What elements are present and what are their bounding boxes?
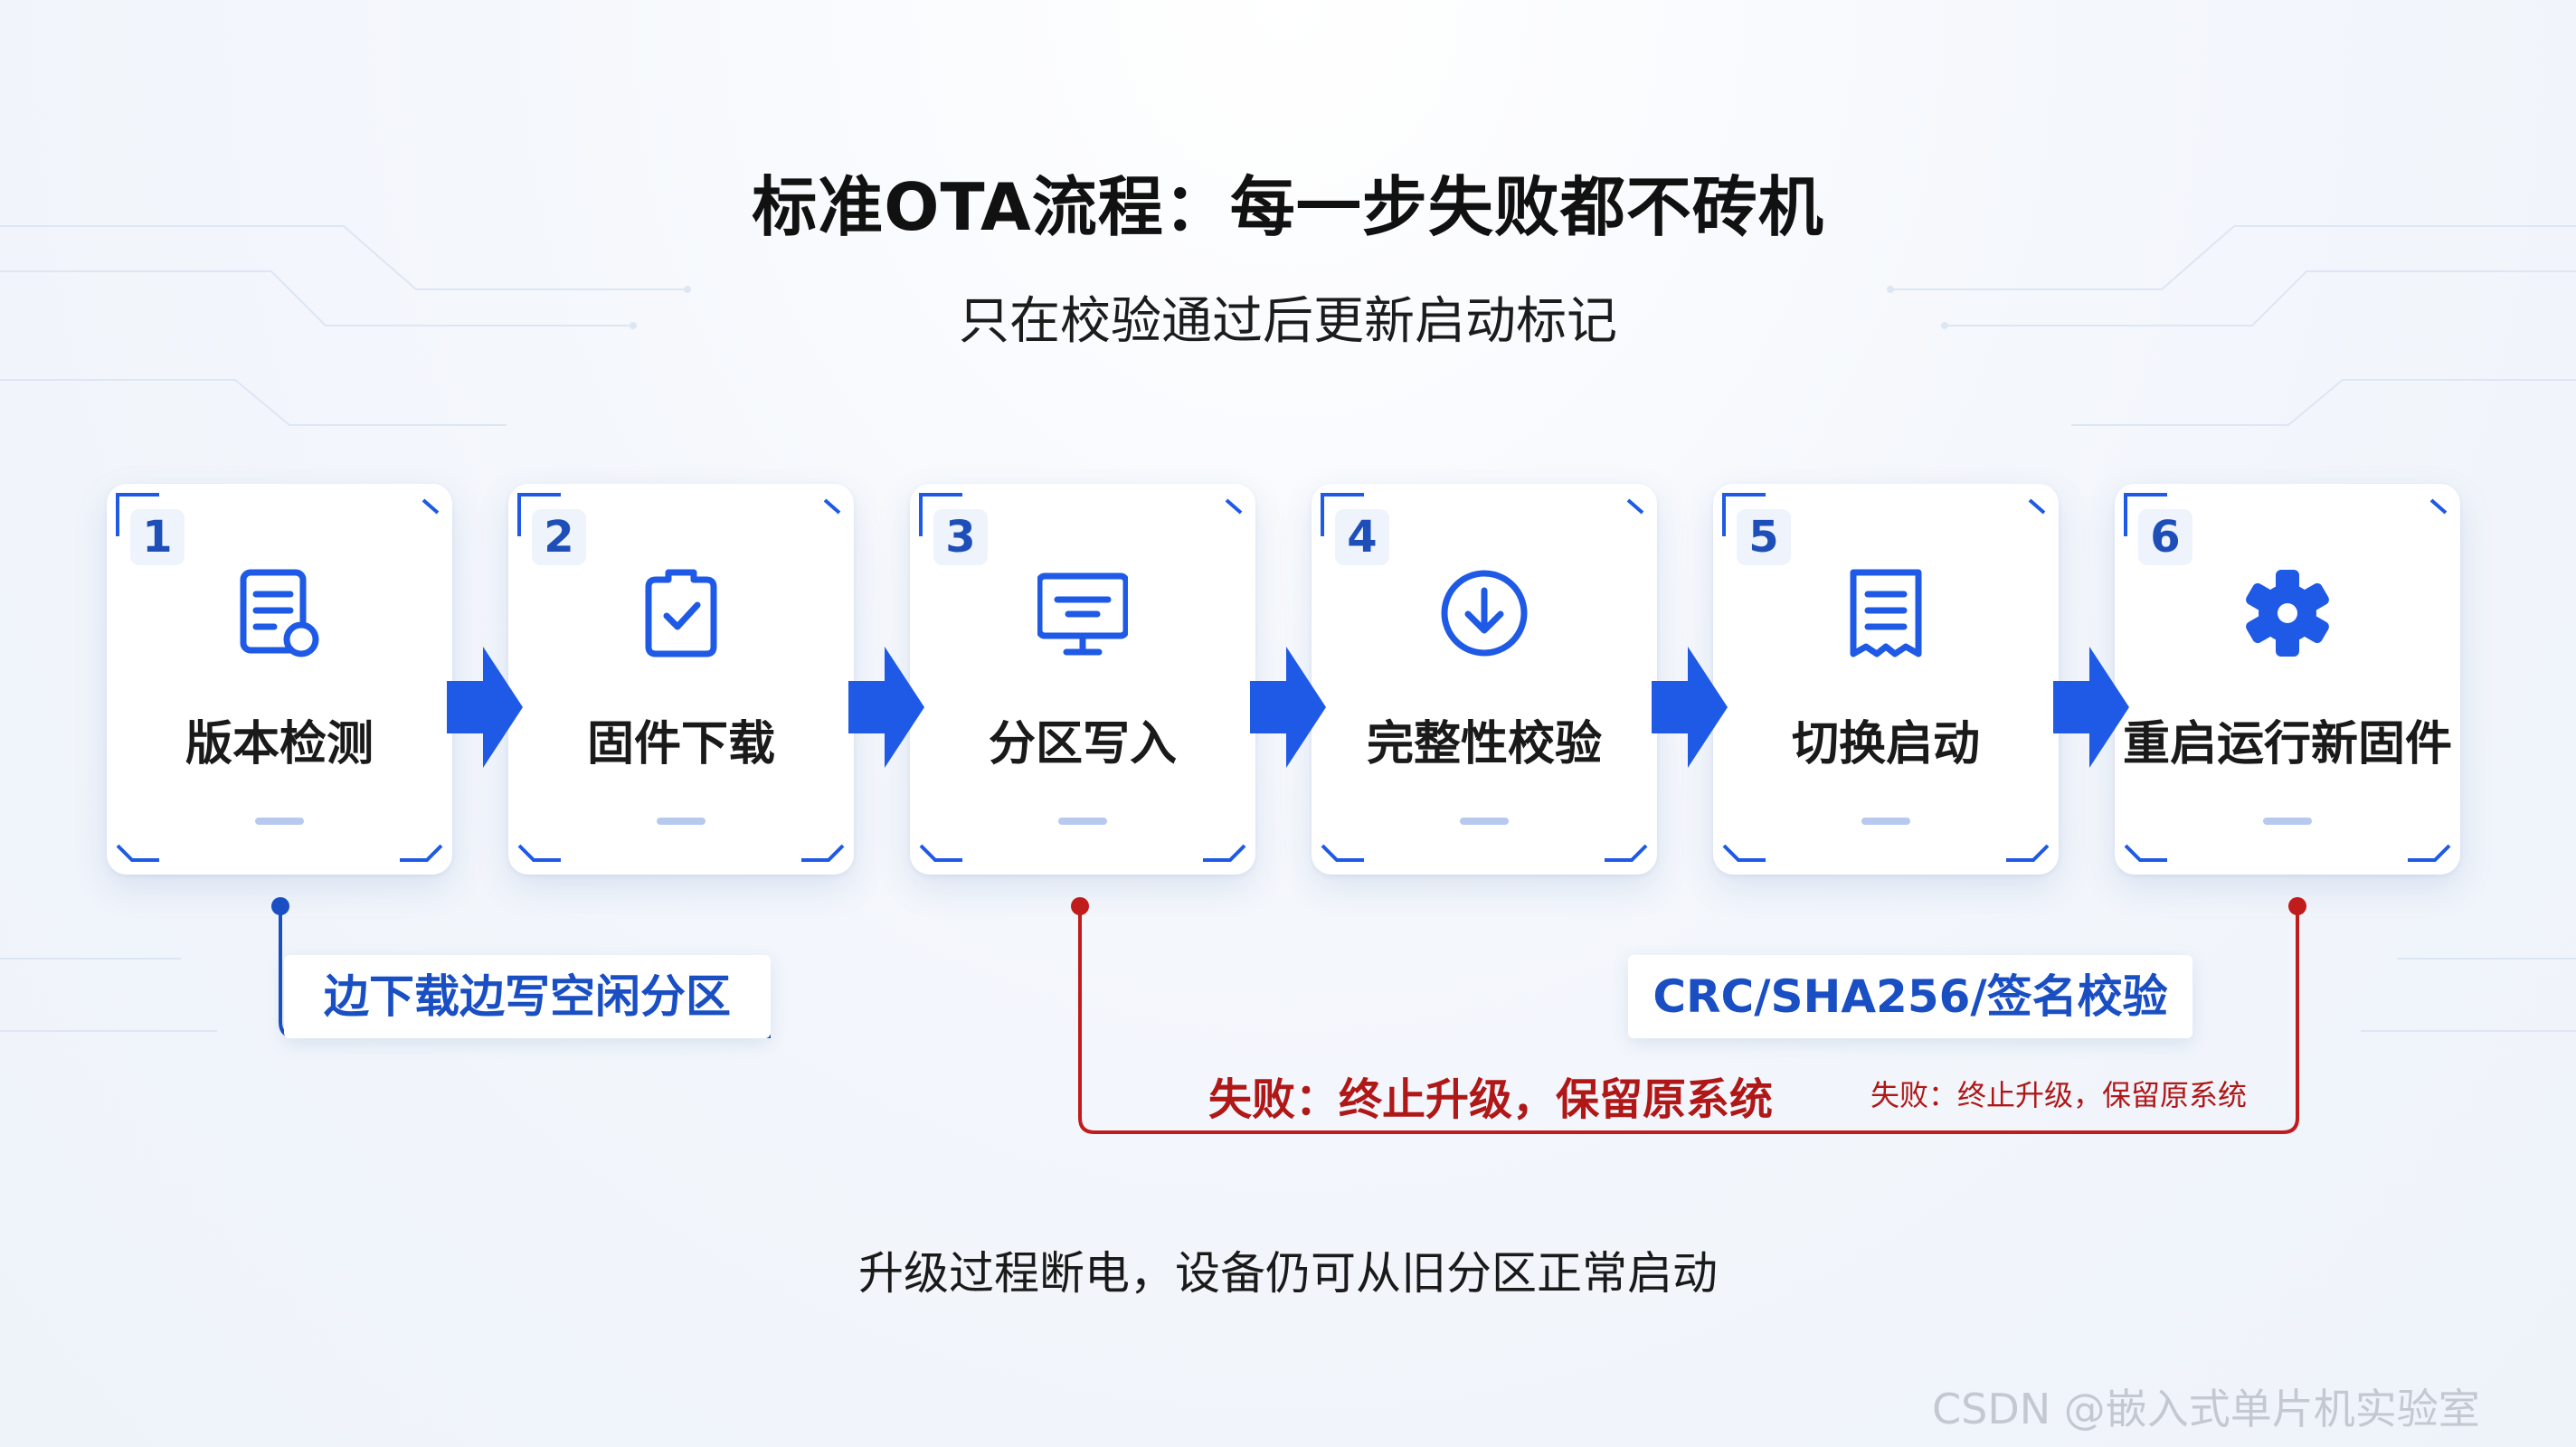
corner-bracket <box>2006 844 2050 862</box>
corner-bracket <box>1722 493 1766 536</box>
corner-bracket <box>1321 844 1364 862</box>
step-card-3: 3 分区写入 <box>910 484 1255 875</box>
corner-bracket <box>2124 493 2167 536</box>
corner-bracket <box>1605 844 1648 862</box>
step-label: 固件下载 <box>586 717 775 771</box>
download-connector-dot <box>271 897 289 915</box>
step-card-5: 5 切换启动 <box>1713 484 2059 875</box>
flow-arrow <box>1250 647 1326 768</box>
card-dash <box>255 818 304 825</box>
corner-bracket <box>421 498 440 515</box>
corner-bracket <box>919 493 962 536</box>
step-number: 1 <box>130 509 185 565</box>
step-label: 分区写入 <box>988 717 1177 771</box>
corner-bracket <box>2429 498 2448 515</box>
step-card-2: 2 固件下载 <box>508 484 854 875</box>
corner-bracket <box>919 844 962 862</box>
step-number: 6 <box>2138 509 2192 565</box>
corner-bracket <box>400 844 443 862</box>
step-card-4: 4 完整性校验 <box>1312 484 1657 875</box>
corner-bracket <box>1626 498 1644 515</box>
corner-bracket <box>823 498 841 515</box>
step-card-6: 6 重启运行新固件 <box>2115 484 2460 875</box>
corner-bracket <box>1321 493 1364 536</box>
corner-bracket <box>2124 844 2167 862</box>
corner-bracket <box>517 844 561 862</box>
note-verify: CRC/SHA256/签名校验 <box>1628 955 2192 1038</box>
corner-bracket <box>116 844 159 862</box>
step-label: 完整性校验 <box>1366 717 1602 771</box>
flow-arrow <box>848 647 924 768</box>
card-dash <box>1058 818 1107 825</box>
download-circle-icon <box>1441 570 1528 657</box>
note-download: 边下载边写空闲分区 <box>284 955 771 1038</box>
corner-bracket <box>2408 844 2451 862</box>
corner-bracket <box>517 493 561 536</box>
fail-note-main: 失败：终止升级，保留原系统 <box>1208 1074 1774 1125</box>
fail-note-small: 失败：终止升级，保留原系统 <box>1870 1078 2248 1112</box>
corner-bracket <box>2028 498 2046 515</box>
gear-icon <box>2246 570 2329 657</box>
step-number: 4 <box>1335 509 1389 565</box>
corner-bracket <box>116 493 159 536</box>
card-dash <box>657 818 706 825</box>
corner-bracket <box>1203 844 1246 862</box>
step-label: 版本检测 <box>185 717 374 771</box>
fail-connector <box>1078 906 2299 1134</box>
document-search-icon <box>240 569 319 657</box>
footer-note: 升级过程断电，设备仍可从旧分区正常启动 <box>858 1247 1718 1300</box>
page-subtitle: 只在校验通过后更新启动标记 <box>959 292 1617 351</box>
step-number: 3 <box>933 509 988 565</box>
fail-connector-dot-right <box>2288 897 2306 915</box>
step-label: 切换启动 <box>1791 717 1980 771</box>
corner-bracket <box>1225 498 1243 515</box>
fail-connector-dot-left <box>1071 897 1089 915</box>
corner-bracket <box>1722 844 1766 862</box>
step-number: 5 <box>1737 509 1791 565</box>
card-dash <box>1460 818 1509 825</box>
step-card-1: 1 版本检测 <box>107 484 452 875</box>
receipt-icon <box>1850 569 1922 657</box>
corner-bracket <box>801 844 845 862</box>
card-dash <box>1861 818 1910 825</box>
clipboard-check-icon <box>645 569 717 657</box>
card-dash <box>2263 818 2312 825</box>
step-label: 重启运行新固件 <box>2122 717 2452 771</box>
flow-arrow <box>1652 647 1728 768</box>
flow-arrow <box>447 647 523 768</box>
monitor-icon <box>1037 572 1128 656</box>
flow-arrow <box>2053 647 2129 768</box>
page-title: 标准OTA流程：每一步失败都不砖机 <box>752 169 1824 245</box>
watermark: CSDN @嵌入式单片机实验室 <box>1932 1385 2480 1433</box>
step-number: 2 <box>532 509 586 565</box>
